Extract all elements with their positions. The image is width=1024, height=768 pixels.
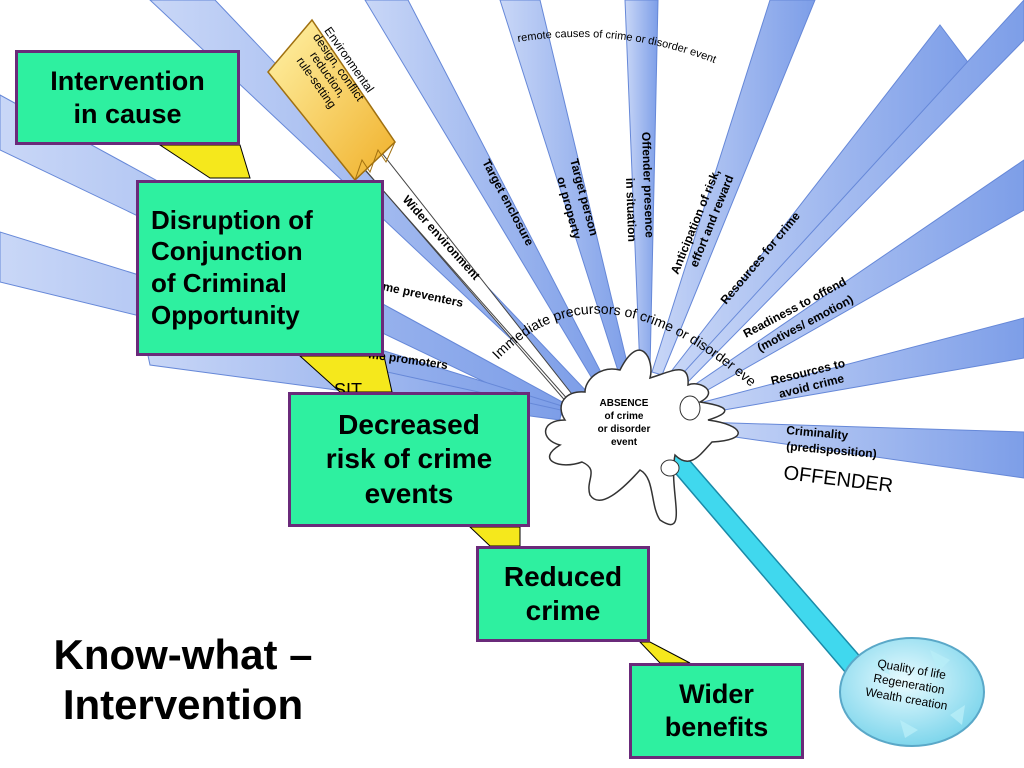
disruption-of-conjunction-box: Disruption of Conjunction of Criminal Op… [136,180,384,356]
reduced-crime-box: Reduced crime [476,546,650,642]
ray-label-offender-presence-2: in situation [623,178,639,242]
ray-label-criminality-1: Criminality [786,423,849,442]
benefit-disc [839,637,985,747]
envelope-card [267,18,396,182]
wider-benefits-box: Wider benefits [629,663,804,759]
absence-hub [544,349,739,526]
arrow-decreased-to-reduced [468,526,521,547]
arrow-intervention-to-disruption [158,144,251,179]
page-title: Know-what – Intervention [53,631,313,729]
decreased-risk-box: Decreased risk of crime events [288,392,530,527]
arrow-reduced-to-wider [638,641,691,664]
absence-hub-label: ABSENCE of crime or disorder event [597,398,651,448]
ray-label-offender-presence-1: Offender presence [639,132,657,239]
intervention-in-cause-box: Intervention in cause [15,50,240,145]
arrow-group [158,144,691,664]
